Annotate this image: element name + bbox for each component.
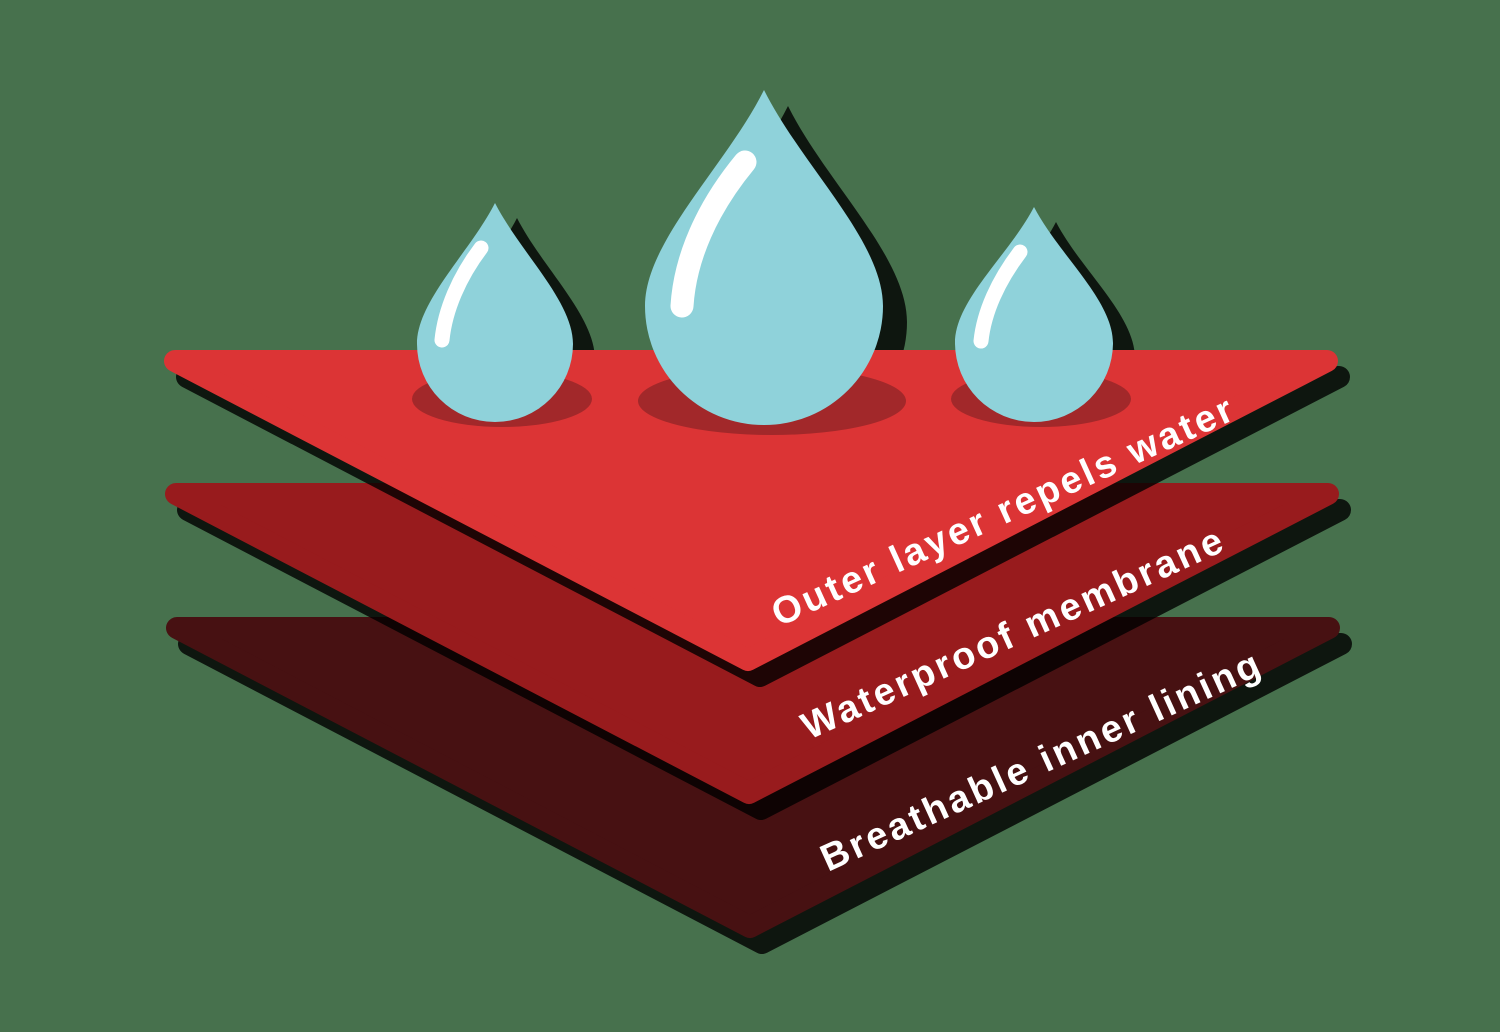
droplet-small-left-highlight: [434, 240, 489, 348]
droplet-large-highlight: [670, 150, 757, 318]
droplet-highlights: [434, 150, 1028, 349]
droplet-small-right-highlight: [973, 244, 1028, 349]
